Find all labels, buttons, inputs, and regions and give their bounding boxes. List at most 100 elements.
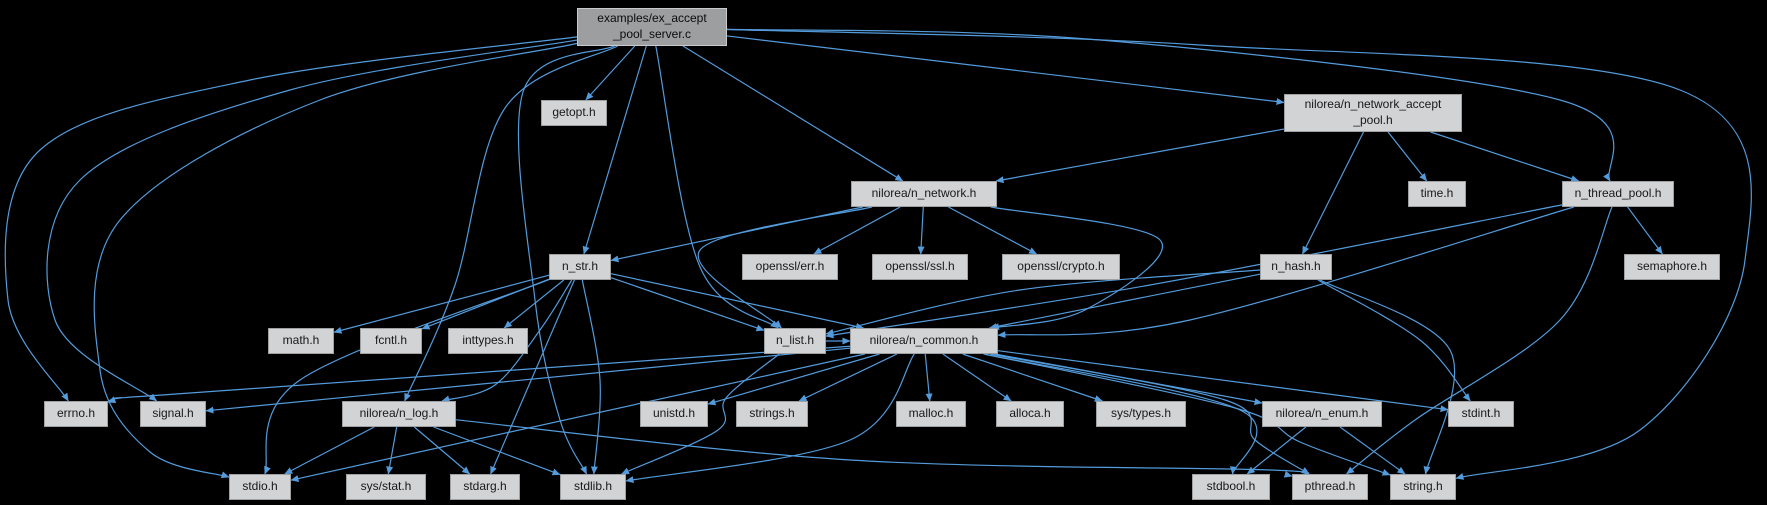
node-signal_h: signal.h — [140, 401, 206, 427]
node-label: fcntl.h — [374, 333, 407, 348]
edge-root-thread_pool — [726, 28, 1615, 182]
edge-network-openssl_crypto — [948, 206, 1038, 255]
node-strings_h: strings.h — [736, 401, 808, 427]
edge-n_log-stdarg_h — [413, 426, 471, 475]
edge-n_enum-string_h — [1339, 426, 1406, 475]
edge-n_common-stdint_h — [997, 350, 1449, 413]
edge-n_str-n_log — [441, 279, 573, 403]
edge-root-n_log — [404, 45, 618, 402]
node-thread_pool[interactable]: n_thread_pool.h — [1562, 181, 1674, 207]
edge-n_common-signal_h — [205, 347, 851, 414]
edge-n_common-strings_h — [798, 353, 898, 402]
node-stdio_h: stdio.h — [229, 474, 291, 500]
node-accept_pool[interactable]: nilorea/n_network_accept_pool.h — [1284, 94, 1462, 132]
edge-accept_pool-thread_pool — [1430, 131, 1580, 182]
edge-root-accept_pool — [726, 35, 1285, 105]
node-label: n_hash.h — [1271, 259, 1321, 274]
node-semaphore_h: semaphore.h — [1624, 254, 1720, 280]
node-label: getopt.h — [552, 105, 596, 120]
node-label: nilorea/n_common.h — [869, 333, 979, 348]
node-label: nilorea/n_network.h — [871, 186, 977, 201]
edge-accept_pool-time_h — [1387, 131, 1428, 182]
node-label: _pool.h — [1353, 113, 1393, 127]
node-stdbool_h: stdbool.h — [1192, 474, 1270, 500]
node-label: openssl/err.h — [755, 259, 825, 274]
node-label: pthread.h — [1304, 479, 1356, 494]
node-label: openssl/ssl.h — [885, 259, 955, 274]
node-getopt_h: getopt.h — [541, 100, 607, 126]
node-unistd_h: unistd.h — [640, 401, 708, 427]
edge-n_hash-n_common — [988, 273, 1261, 330]
node-label: stdbool.h — [1206, 479, 1256, 494]
node-label: math.h — [282, 333, 320, 348]
node-errno_h: errno.h — [44, 401, 108, 427]
edge-network-openssl_ssl — [917, 206, 925, 255]
edge-network-n_list — [697, 206, 873, 329]
node-n_str[interactable]: n_str.h — [549, 254, 611, 280]
edge-root-signal_h — [46, 39, 578, 402]
edge-n_str-stdio_h — [264, 278, 550, 475]
edge-n_common-pthread_h — [990, 353, 1310, 475]
edge-accept_pool-network — [995, 128, 1285, 184]
edge-n_list-stdlib_h — [621, 353, 780, 475]
edge-root-n_str — [582, 45, 647, 255]
edge-n_common-stdlib_h — [625, 353, 915, 484]
node-n_enum[interactable]: nilorea/n_enum.h — [1262, 401, 1382, 427]
node-inttypes_h: inttypes.h — [448, 328, 528, 354]
node-n_hash[interactable]: n_hash.h — [1260, 254, 1332, 280]
node-label: n_str.h — [561, 259, 599, 274]
node-sys_stat_h: sys/stat.h — [346, 474, 426, 500]
node-label: nilorea/n_enum.h — [1275, 406, 1369, 421]
edge-n_hash-n_list — [825, 269, 1261, 336]
node-math_h: math.h — [268, 328, 334, 354]
node-stdarg_h: stdarg.h — [450, 474, 520, 500]
node-label: semaphore.h — [1636, 259, 1708, 274]
node-label: nilorea/n_log.h — [359, 406, 439, 421]
edge-network-openssl_err — [813, 206, 901, 255]
edge-thread_pool-semaphore_h — [1627, 206, 1663, 255]
node-stdlib_h: stdlib.h — [560, 474, 626, 500]
node-label: time.h — [1420, 186, 1454, 201]
edge-root-errno_h — [4, 36, 578, 402]
node-time_h: time.h — [1408, 181, 1466, 207]
edge-root-string_h — [726, 28, 1752, 480]
node-network[interactable]: nilorea/n_network.h — [851, 181, 997, 207]
edge-n_enum-stdbool_h — [1246, 426, 1307, 475]
node-label: stdint.h — [1461, 406, 1501, 421]
edge-n_log-stdio_h — [284, 426, 375, 475]
node-label: nilorea/n_network_accept — [1304, 97, 1442, 112]
node-stdint_h: stdint.h — [1448, 401, 1514, 427]
edge-root-network — [682, 45, 904, 182]
edge-n_str-n_list — [610, 277, 765, 332]
node-openssl_err: openssl/err.h — [742, 254, 838, 280]
edge-n_common-malloc_h — [924, 353, 933, 402]
node-label: stdio.h — [242, 479, 278, 494]
edge-n_common-sys_types_h — [962, 353, 1103, 402]
node-label: openssl/crypto.h — [1017, 259, 1105, 274]
edge-network-n_common — [990, 206, 1163, 331]
edge-n_hash-string_h — [1319, 279, 1456, 475]
node-label: _pool_server.c — [612, 27, 692, 41]
node-label: sys/types.h — [1110, 406, 1172, 421]
node-alloca_h: alloca.h — [996, 401, 1064, 427]
node-n_log[interactable]: nilorea/n_log.h — [342, 401, 456, 427]
node-label: signal.h — [152, 406, 194, 421]
edge-n_log-stdlib_h — [433, 426, 561, 476]
node-sys_types_h: sys/types.h — [1096, 401, 1186, 427]
node-label: stdarg.h — [463, 479, 507, 494]
node-n_list[interactable]: n_list.h — [764, 328, 826, 354]
edge-n_common-unistd_h — [707, 353, 880, 406]
node-label: malloc.h — [908, 406, 954, 421]
node-pthread_h: pthread.h — [1292, 474, 1368, 500]
node-openssl_ssl: openssl/ssl.h — [872, 254, 968, 280]
edge-thread_pool-n_common — [997, 206, 1575, 339]
edge-n_log-pthread_h — [455, 419, 1310, 478]
edge-thread_pool-pthread_h — [1346, 206, 1613, 475]
edge-n_common-stdbool_h — [983, 353, 1258, 475]
edge-n_common-alloca_h — [942, 353, 1012, 402]
edge-n_str-n_common — [610, 273, 865, 330]
node-malloc_h: malloc.h — [896, 401, 966, 427]
node-n_common[interactable]: nilorea/n_common.h — [850, 328, 998, 354]
node-label: strings.h — [749, 406, 795, 421]
